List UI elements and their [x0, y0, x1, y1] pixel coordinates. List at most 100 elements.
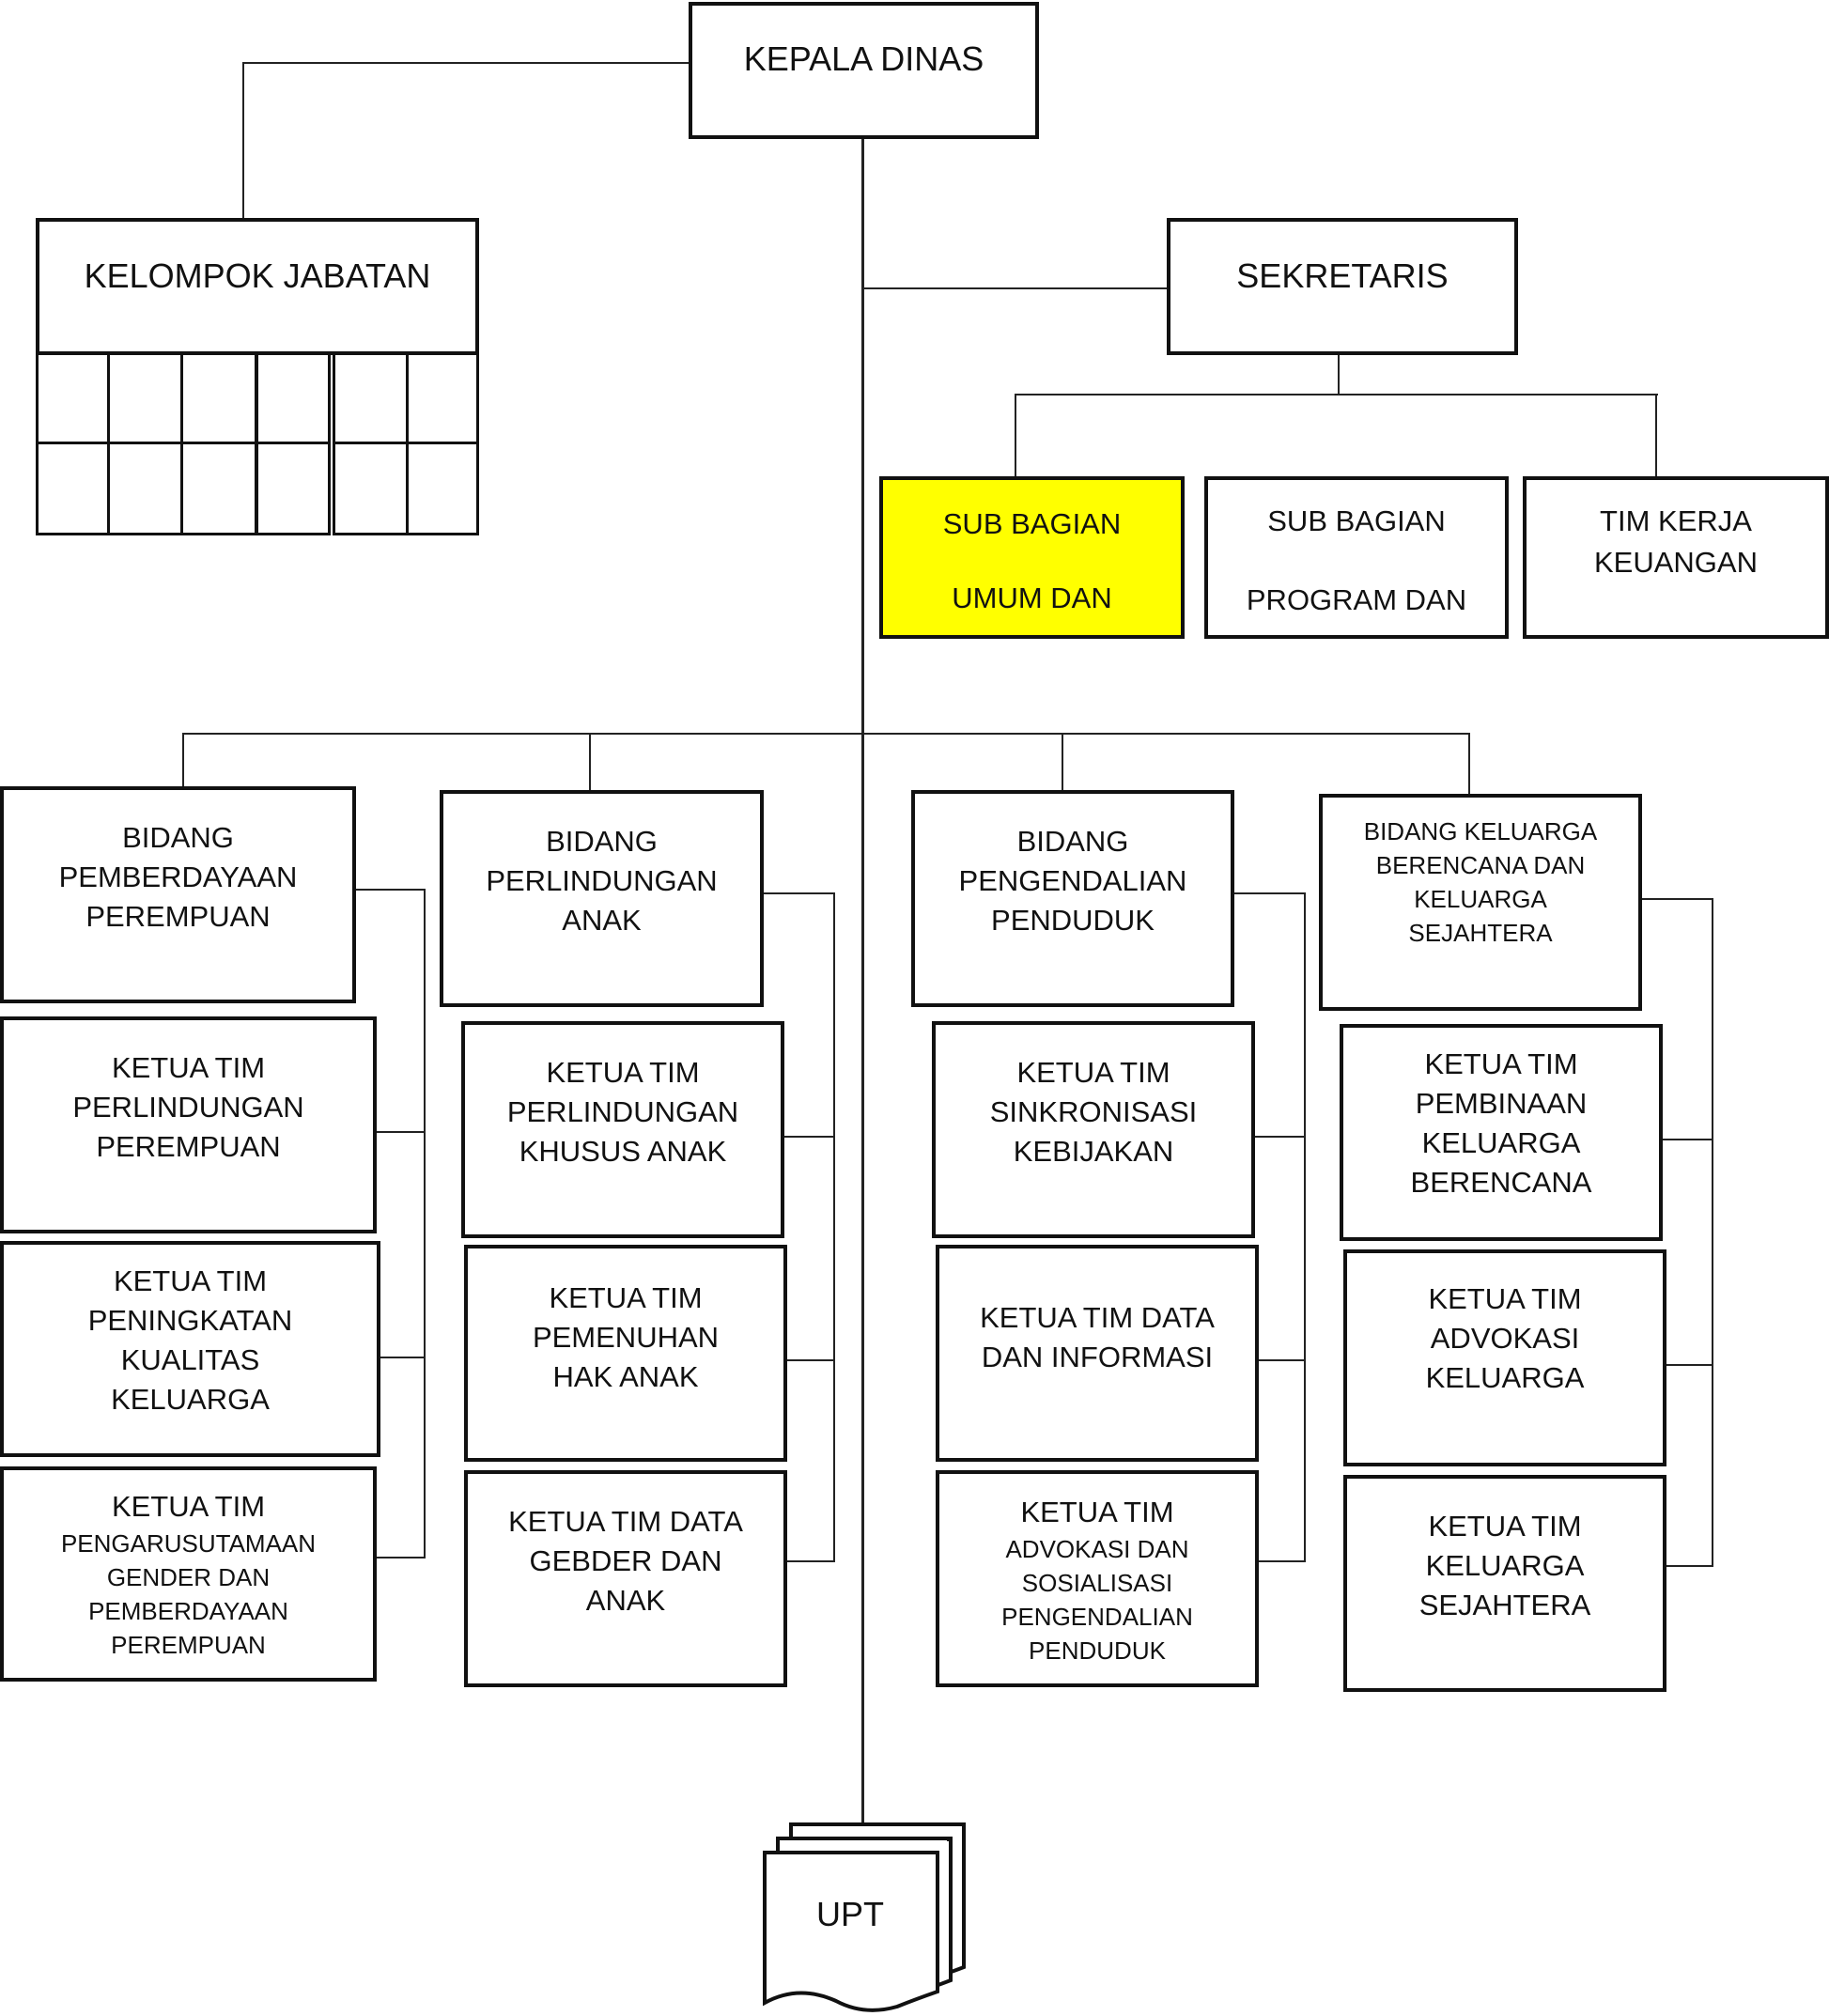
team-box: KETUA TIM SINKRONISASI KEBIJAKAN: [932, 1021, 1255, 1238]
connector-sub-umum: [1015, 394, 1016, 476]
sub-bagian-program-box: SUB BAGIAN PROGRAM DAN: [1204, 476, 1509, 639]
bidang-keluarga-berencana-box: BIDANG KELUARGA BERENCANA DAN KELUARGA S…: [1319, 794, 1642, 1011]
team-box: KETUA TIM PENGARUSUTAMAAN GENDER DAN PEM…: [0, 1466, 377, 1682]
bracket-4-top: [1640, 898, 1713, 900]
jabatan-cell: [107, 352, 183, 444]
kepala-dinas-box: KEPALA DINAS: [689, 2, 1039, 139]
team-title: KETUA TIM: [113, 1264, 268, 1297]
team-title: KETUA TIM: [111, 1490, 266, 1523]
team-title: KETUA TIM: [111, 1051, 266, 1084]
upt-label: UPT: [816, 1895, 884, 1933]
team-title: KETUA TIM: [1428, 1510, 1582, 1543]
team-desc: PERLINDUNGAN PEREMPUAN: [72, 1091, 304, 1163]
team-desc: GEBDER DAN ANAK: [529, 1544, 722, 1617]
sub-bagian-umum-line1: SUB BAGIAN: [942, 507, 1122, 540]
sekretaris-label: SEKRETARIS: [1236, 256, 1449, 295]
connector-kelompok-h: [242, 62, 690, 64]
connector-kelompok-v: [242, 62, 244, 220]
jabatan-cell: [333, 352, 410, 444]
connector-bidang-3: [1062, 733, 1063, 791]
bidang-title: BIDANG PEMBERDAYAAN PEREMPUAN: [58, 821, 298, 933]
team-title: KETUA TIM: [1428, 1282, 1582, 1315]
jabatan-cell: [256, 442, 331, 535]
connector-bidang-h: [182, 733, 1470, 735]
team-desc: PENINGKATAN KUALITAS KELUARGA: [87, 1304, 293, 1416]
team-box: KETUA TIM DATA DAN INFORMASI: [936, 1245, 1259, 1462]
trunk-line: [861, 137, 864, 1828]
bracket-4-t1: [1661, 1139, 1713, 1140]
jabatan-cell: [36, 352, 110, 444]
team-title: KETUA TIM DATA: [980, 1301, 1215, 1334]
jabatan-cell: [333, 442, 410, 535]
team-box: KETUA TIM DATA GEBDER DAN ANAK: [464, 1470, 787, 1687]
bracket-3-t1: [1253, 1136, 1306, 1138]
team-desc: PEMBINAAN KELUARGA BERENCANA: [1410, 1087, 1592, 1199]
bracket-2-top: [761, 892, 835, 894]
team-desc: PEMENUHAN HAK ANAK: [532, 1321, 720, 1393]
bracket-2-t3: [784, 1560, 835, 1562]
connector-bidang-4: [1468, 733, 1470, 795]
team-title: KETUA TIM: [1424, 1047, 1578, 1080]
bracket-2-t2: [784, 1359, 835, 1361]
team-title: KETUA TIM: [1020, 1496, 1174, 1528]
kelompok-jabatan-box: KELOMPOK JABATAN: [36, 218, 479, 355]
team-desc: DAN INFORMASI: [981, 1341, 1214, 1373]
bracket-4-t2: [1664, 1364, 1713, 1366]
bracket-3-t2: [1256, 1359, 1306, 1361]
jabatan-cell: [256, 352, 331, 444]
team-desc: PERLINDUNGAN KHUSUS ANAK: [506, 1095, 739, 1168]
jabatan-cell: [406, 442, 479, 535]
bracket-3-v: [1304, 892, 1306, 1562]
team-box: KETUA TIM PENINGKATAN KUALITAS KELUARGA: [0, 1241, 380, 1457]
bidang-title: BIDANG PENGENDALIAN PENDUDUK: [958, 825, 1187, 937]
bidang-title: BIDANG KELUARGA BERENCANA DAN KELUARGA S…: [1363, 817, 1598, 947]
team-box: KETUA TIM PEMENUHAN HAK ANAK: [464, 1245, 787, 1462]
connector-tim-keuangan: [1655, 394, 1657, 476]
team-desc: KELUARGA SEJAHTERA: [1418, 1549, 1591, 1621]
connector-sub-h: [1015, 394, 1658, 395]
sub-bagian-program-line2: PROGRAM DAN: [1246, 583, 1467, 616]
team-box: KETUA TIM PERLINDUNGAN KHUSUS ANAK: [461, 1021, 784, 1238]
kepala-dinas-label: KEPALA DINAS: [743, 39, 984, 78]
bracket-2-t1: [782, 1136, 835, 1138]
bracket-4-t3: [1664, 1565, 1713, 1567]
bracket-1-t3: [375, 1557, 426, 1559]
connector-sek-down: [1338, 351, 1340, 395]
connector-bidang-1: [182, 733, 184, 787]
kelompok-jabatan-label: KELOMPOK JABATAN: [84, 256, 431, 295]
team-box: KETUA TIM ADVOKASI KELUARGA: [1343, 1249, 1666, 1466]
connector-sekretaris: [863, 287, 1169, 289]
bracket-4-v: [1712, 898, 1713, 1567]
tim-kerja-keuangan-box: TIM KERJA KEUANGAN: [1523, 476, 1829, 639]
team-box: KETUA TIM PEMBINAAN KELUARGA BERENCANA: [1340, 1024, 1663, 1241]
team-box: KETUA TIM ADVOKASI DAN SOSIALISASI PENGE…: [936, 1470, 1259, 1687]
bracket-3-t3: [1256, 1560, 1306, 1562]
bracket-2-v: [833, 892, 835, 1562]
team-title: KETUA TIM: [546, 1056, 700, 1089]
team-box: KETUA TIM PERLINDUNGAN PEREMPUAN: [0, 1016, 377, 1233]
bracket-3-top: [1231, 892, 1306, 894]
upt-doc-front2: [779, 1837, 951, 1841]
team-title: KETUA TIM: [549, 1281, 703, 1314]
tim-kerja-keuangan-label: TIM KERJA KEUANGAN: [1594, 504, 1758, 579]
jabatan-cell: [406, 352, 479, 444]
team-title: KETUA TIM DATA: [508, 1505, 743, 1538]
connector-bidang-2: [589, 733, 591, 791]
sub-bagian-umum-line2: UMUM DAN: [952, 582, 1112, 614]
bracket-1-t1: [375, 1131, 426, 1133]
team-desc: ADVOKASI DAN SOSIALISASI PENGENDALIAN PE…: [1001, 1535, 1193, 1665]
team-desc: ADVOKASI KELUARGA: [1425, 1322, 1585, 1394]
sekretaris-box: SEKRETARIS: [1167, 218, 1518, 355]
team-desc: PENGARUSUTAMAAN GENDER DAN PEMBERDAYAAN …: [60, 1529, 317, 1659]
bidang-perlindungan-anak-box: BIDANG PERLINDUNGAN ANAK: [440, 790, 764, 1007]
bidang-pengendalian-penduduk-box: BIDANG PENGENDALIAN PENDUDUK: [911, 790, 1234, 1007]
sub-bagian-umum-box: SUB BAGIAN UMUM DAN: [879, 476, 1185, 639]
team-box: KETUA TIM KELUARGA SEJAHTERA: [1343, 1475, 1666, 1692]
team-desc: SINKRONISASI KEBIJAKAN: [989, 1095, 1198, 1168]
upt-doc-front: [763, 1851, 939, 2012]
bracket-1-top: [353, 889, 426, 891]
sub-bagian-program-line1: SUB BAGIAN: [1267, 504, 1446, 537]
bidang-pemberdayaan-perempuan-box: BIDANG PEMBERDAYAAN PEREMPUAN: [0, 786, 356, 1003]
bidang-title: BIDANG PERLINDUNGAN ANAK: [486, 825, 718, 937]
